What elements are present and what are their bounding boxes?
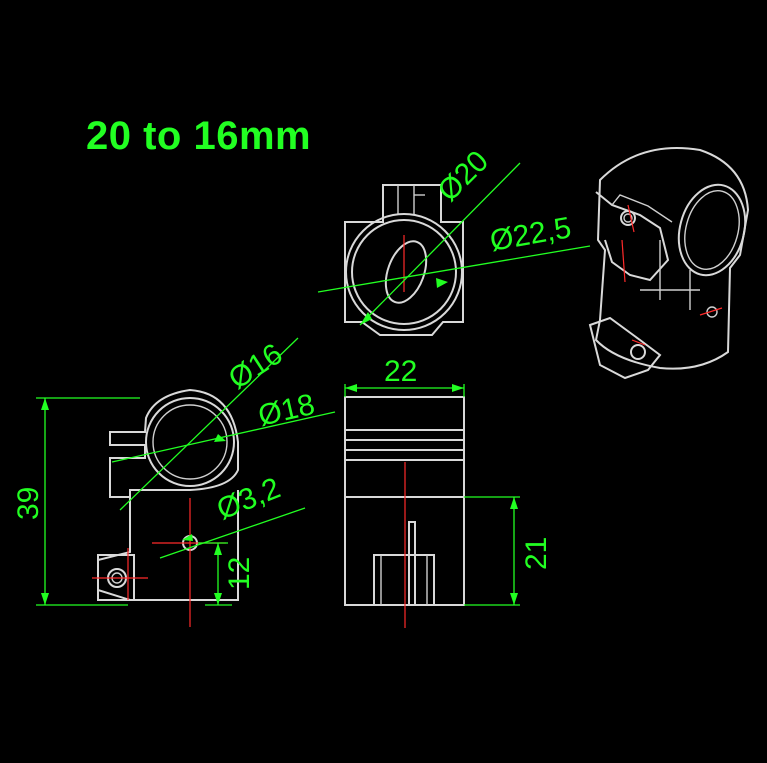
front-view bbox=[36, 337, 336, 627]
dia32-leader bbox=[159, 507, 306, 559]
dia18-leader bbox=[111, 411, 336, 463]
dia16-leader bbox=[119, 337, 299, 511]
top-view bbox=[317, 162, 591, 336]
side-view bbox=[344, 384, 520, 628]
dim-height-hole: 12 bbox=[223, 557, 256, 590]
dim-front-dia18: Ø18 bbox=[255, 388, 318, 433]
dim-side-width: 22 bbox=[384, 355, 417, 388]
dia20-leader bbox=[359, 162, 521, 326]
dia22-leader bbox=[317, 245, 591, 293]
dim-side-height: 21 bbox=[520, 537, 553, 570]
drawing-title: 20 to 16mm bbox=[86, 114, 312, 158]
isometric-view bbox=[588, 147, 750, 380]
dim-front-dia16: Ø16 bbox=[223, 337, 289, 396]
dim-height-total: 39 bbox=[12, 487, 45, 520]
